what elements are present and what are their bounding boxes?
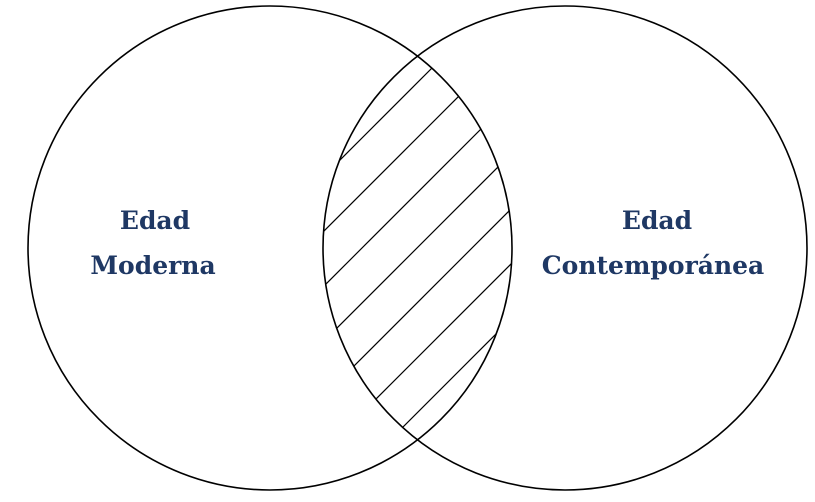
right-circle-label-line1: Edad [622,206,692,235]
left-circle-label-line2: Moderna [90,251,215,280]
right-circle [322,5,808,491]
right-circle-label-line2: Contemporánea [542,251,764,280]
hatch-line [327,6,512,490]
hatch-line [323,6,512,490]
left-circle-label-line1: Edad [120,206,190,235]
hatch-line [323,6,512,490]
hatch-line [323,6,501,490]
hatch-line [323,6,512,490]
left-circle [27,5,513,491]
